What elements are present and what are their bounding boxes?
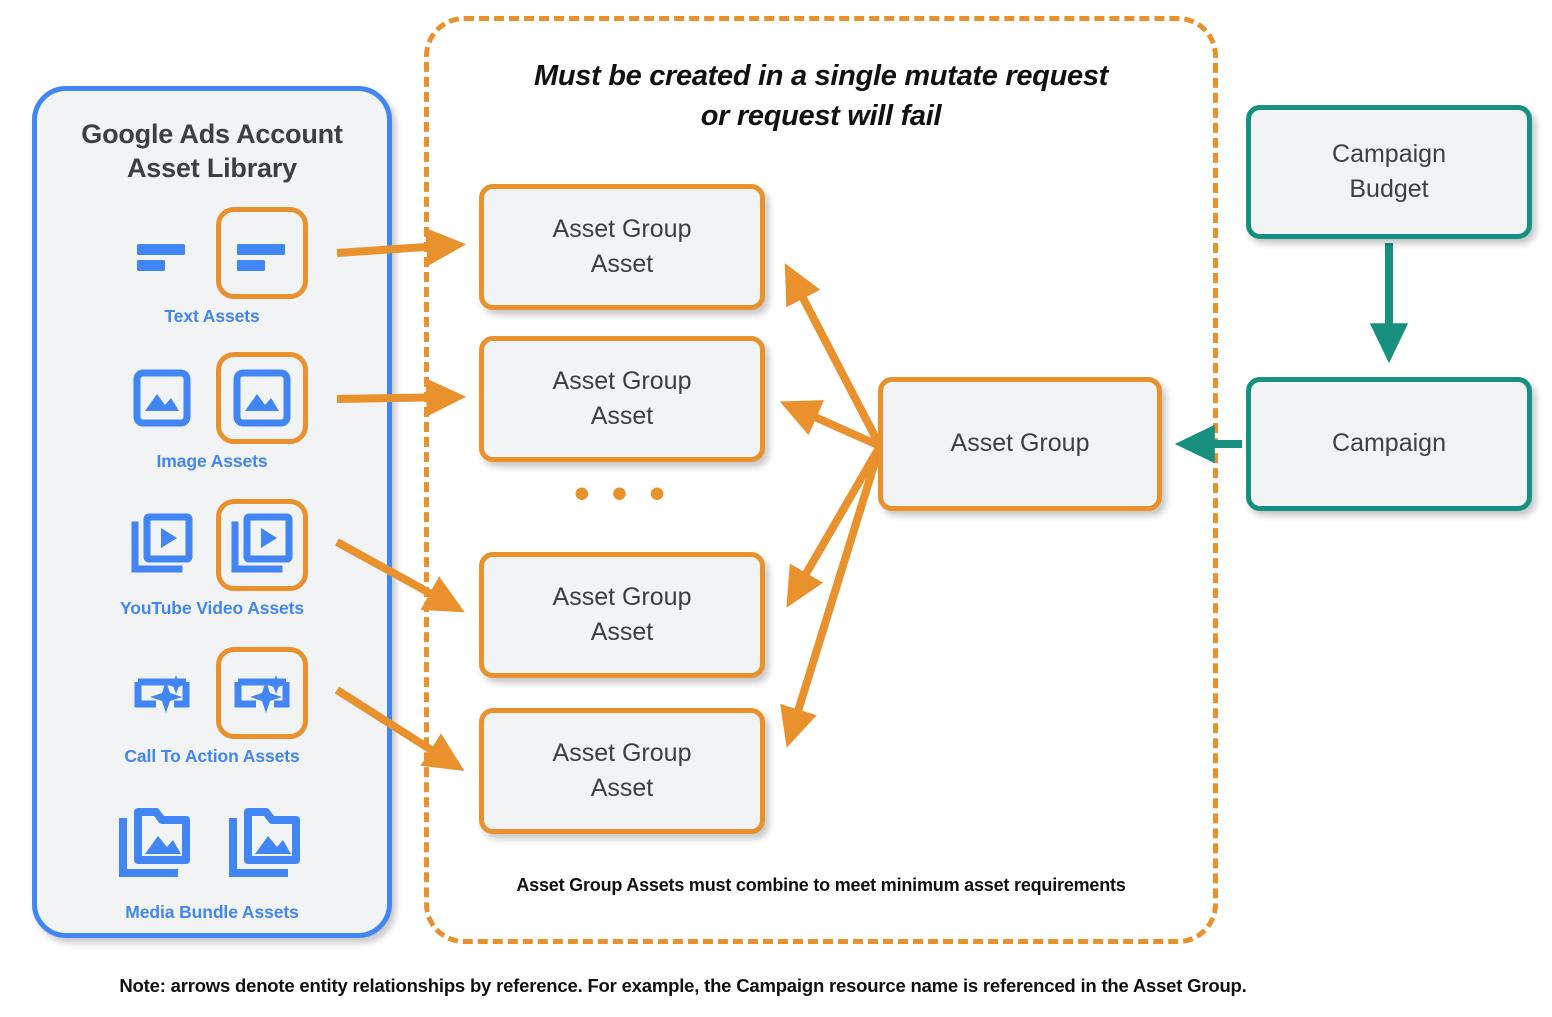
asset-caption-youtube: YouTube Video Assets xyxy=(119,598,305,618)
call-to-action-asset-icon xyxy=(116,647,208,739)
asset-group-asset-ellipsis: • • • xyxy=(574,469,670,518)
asset-group-box[interactable]: Asset Group xyxy=(878,377,1162,511)
asset-library-title: Google Ads Account Asset Library xyxy=(37,117,387,186)
asset-icons-image xyxy=(37,352,387,444)
media-bundle-asset-icon xyxy=(115,801,199,885)
image-asset-icon xyxy=(116,352,208,444)
asset-icons-youtube xyxy=(37,499,387,591)
youtube-video-asset-icon xyxy=(116,499,208,591)
youtube-video-asset-icon-selected[interactable] xyxy=(216,499,308,591)
asset-group-asset-box-3[interactable]: Asset Group Asset xyxy=(479,552,765,678)
asset-library-title-line1: Google Ads Account xyxy=(81,119,343,149)
mutate-request-title: Must be created in a single mutate reque… xyxy=(424,56,1218,136)
mutate-request-footnote: Asset Group Assets must combine to meet … xyxy=(516,875,1126,895)
asset-caption-image: Image Assets xyxy=(156,451,268,471)
campaign-label: Campaign xyxy=(1332,429,1446,458)
asset-caption-text: Text Assets xyxy=(164,306,260,326)
call-to-action-asset-icon-selected[interactable] xyxy=(216,647,308,739)
asset-icons-media-bundle xyxy=(37,791,387,895)
footer-note: Note: arrows denote entity relationships… xyxy=(119,975,1247,996)
image-asset-icon-selected[interactable] xyxy=(216,352,308,444)
asset-group-asset-3-line2: Asset xyxy=(590,618,654,646)
asset-icons-cta xyxy=(37,647,387,739)
asset-group-asset-2-line2: Asset xyxy=(590,402,654,430)
asset-row-text: Text Assets xyxy=(37,207,387,327)
campaign-budget-box[interactable]: Campaign Budget xyxy=(1246,105,1532,239)
asset-group-asset-1-line1: Asset Group xyxy=(552,214,692,243)
campaign-budget-label-line1: Campaign xyxy=(1332,139,1446,168)
asset-library-title-line2: Asset Library xyxy=(127,153,297,184)
mutate-request-title-line2: or request will fail xyxy=(700,100,942,133)
campaign-box[interactable]: Campaign xyxy=(1246,377,1532,511)
asset-group-asset-box-4[interactable]: Asset Group Asset xyxy=(479,708,765,834)
text-asset-icon xyxy=(116,207,208,299)
asset-group-asset-4-line2: Asset xyxy=(590,774,654,802)
asset-icons-text xyxy=(37,207,387,299)
asset-caption-cta: Call To Action Assets xyxy=(124,746,300,766)
asset-group-asset-box-2[interactable]: Asset Group Asset xyxy=(479,336,765,462)
text-asset-icon-selected[interactable] xyxy=(216,207,308,299)
mutate-request-container xyxy=(424,16,1218,944)
asset-group-asset-3-line1: Asset Group xyxy=(552,582,692,611)
asset-caption-media-bundle: Media Bundle Assets xyxy=(125,902,299,922)
asset-group-asset-1-line2: Asset xyxy=(590,250,654,278)
asset-group-asset-2-line1: Asset Group xyxy=(552,366,692,395)
asset-group-asset-box-1[interactable]: Asset Group Asset xyxy=(479,184,765,310)
asset-row-media-bundle: Media Bundle Assets xyxy=(37,791,387,923)
asset-group-asset-4-line1: Asset Group xyxy=(552,738,692,767)
asset-row-image: Image Assets xyxy=(37,352,387,472)
mutate-request-title-line1: Must be created in a single mutate reque… xyxy=(534,60,1108,92)
asset-row-cta: Call To Action Assets xyxy=(37,647,387,767)
asset-row-youtube: YouTube Video Assets xyxy=(37,499,387,619)
asset-library-panel: Google Ads Account Asset Library xyxy=(32,86,392,938)
asset-group-label: Asset Group xyxy=(950,429,1090,458)
campaign-budget-label-line2: Budget xyxy=(1349,175,1429,203)
media-bundle-asset-icon-2 xyxy=(225,801,309,885)
